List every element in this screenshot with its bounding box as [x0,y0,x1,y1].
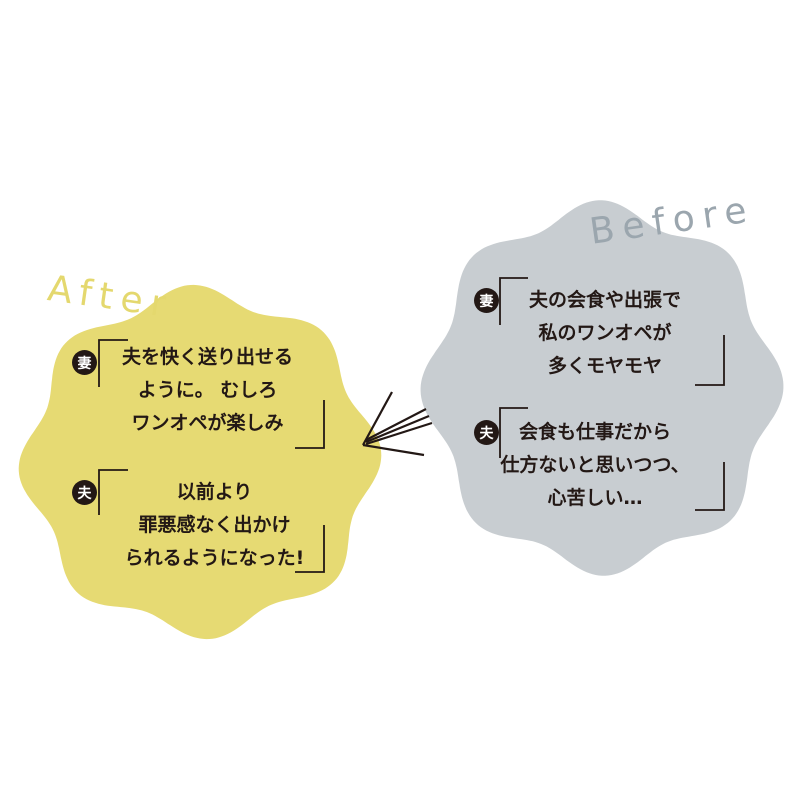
after-husband-quote: 以前より 罪悪感なく出かけ られるようになった! [112,476,317,575]
after-wife-quote: 夫を快く送り出せる ように。 むしろ ワンオペが楽しみ [105,341,310,440]
arrow-icon [362,391,433,457]
quote-line: ワンオペが楽しみ [131,412,284,434]
quote-line: 多くモヤモヤ [547,355,662,377]
quote-brackets [98,277,725,573]
quote-line: 夫を快く送り出せる [121,346,293,368]
quote-line: 以前より [176,481,253,503]
quote-line: ように。 むしろ [137,379,278,401]
after-wife-badge: 妻 [72,350,97,375]
before-husband-quote: 会食も仕事だから 仕方ないと思いつつ、 心苦しい… [495,416,695,515]
after-husband-badge: 夫 [72,480,97,505]
quote-line: 夫の会食や出張で [528,289,681,311]
quote-line: られるようになった! [124,547,305,569]
before-wife-badge: 妻 [474,288,499,313]
before-blob [420,200,784,576]
quote-line: 心苦しい… [547,487,643,509]
quote-line: 私のワンオペが [538,322,672,344]
quote-line: 会食も仕事だから [518,421,671,443]
after-blob [18,284,382,640]
before-wife-quote: 夫の会食や出張で 私のワンオペが 多くモヤモヤ [505,284,705,383]
before-husband-badge: 夫 [474,420,499,445]
quote-line: 罪悪感なく出かけ [138,514,291,536]
quote-line: 仕方ないと思いつつ、 [500,454,690,476]
